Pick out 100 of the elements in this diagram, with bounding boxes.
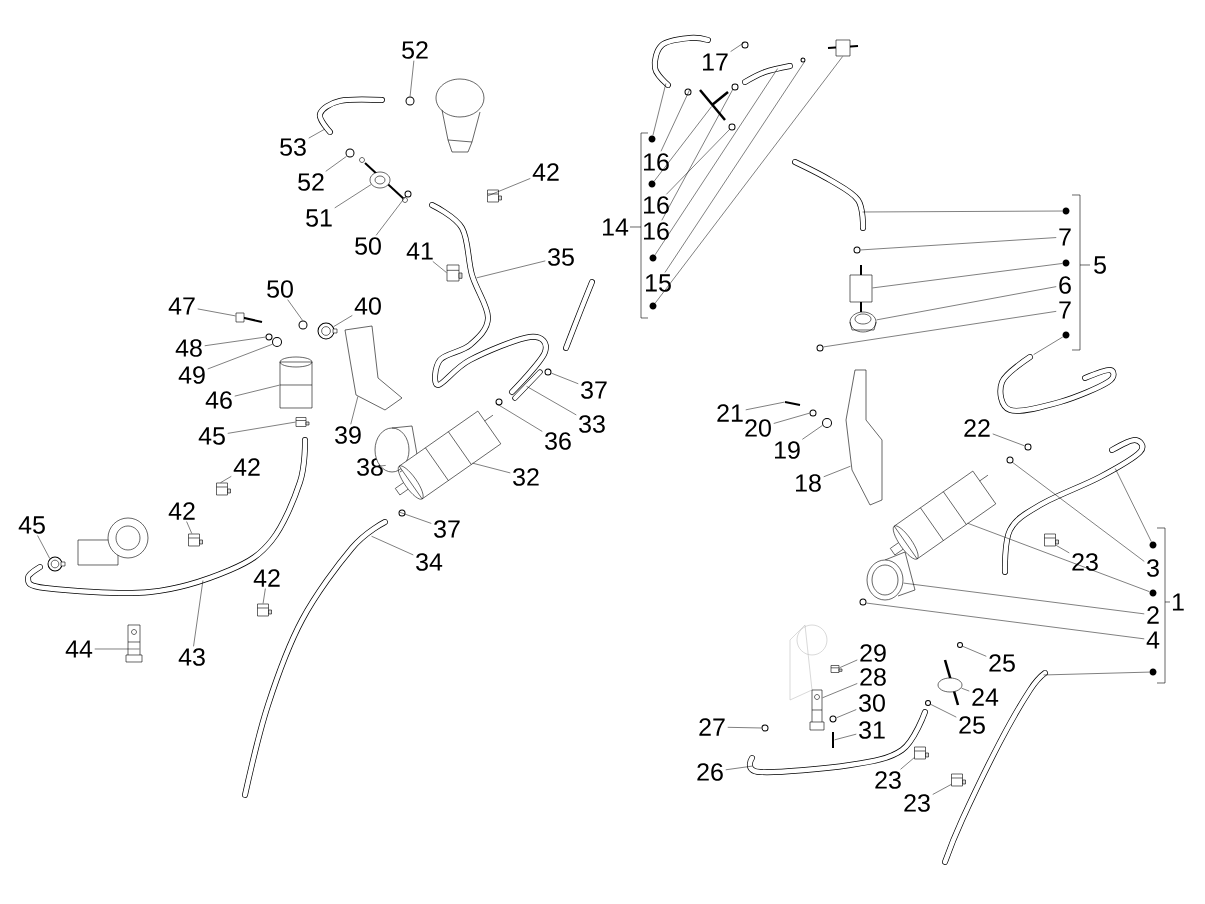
- valve: [937, 659, 963, 706]
- leader-line: [379, 465, 386, 467]
- leader-line: [962, 646, 987, 657]
- leader-line: [334, 184, 372, 209]
- leader-line: [399, 511, 432, 524]
- leader-line: [839, 659, 858, 668]
- leader-line: [409, 60, 415, 97]
- callout-number: 30: [859, 694, 885, 712]
- leader-line: [476, 260, 546, 279]
- clip: [487, 189, 502, 203]
- leader-line: [526, 386, 577, 416]
- leader-line: [932, 784, 952, 795]
- callout-number: 51: [306, 209, 332, 227]
- callout-number: 23: [904, 794, 930, 812]
- hose-clip: [957, 642, 963, 648]
- callout-number: 42: [253, 569, 280, 587]
- leader-line: [551, 372, 579, 385]
- hose-clip: [728, 123, 736, 131]
- leader-line: [730, 42, 745, 52]
- leader-line: [666, 129, 730, 195]
- hose-clip: [731, 83, 739, 91]
- leader-line: [967, 522, 1150, 592]
- leader-line: [661, 89, 733, 221]
- callout-number: 21: [717, 404, 743, 422]
- fuel-filter: [279, 356, 313, 409]
- callout-number: 22: [964, 419, 990, 437]
- hose-clip: [345, 148, 355, 158]
- leader-line: [1115, 468, 1152, 542]
- callout-number: 16: [644, 222, 669, 240]
- callout-number: 2: [1147, 606, 1159, 624]
- hose-clamp: [317, 322, 338, 340]
- leader-line: [773, 412, 810, 424]
- callout-number: 52: [298, 173, 324, 191]
- callout-number: 50: [267, 280, 293, 298]
- leader-line: [655, 56, 843, 304]
- callout-number: 25: [989, 654, 1015, 672]
- callout-number: 7: [1059, 228, 1071, 246]
- callout-number: 5: [1094, 256, 1106, 274]
- leader-line: [876, 286, 1057, 321]
- callout-number: 6: [1059, 276, 1071, 294]
- hose: [742, 63, 793, 85]
- clip: [914, 746, 929, 760]
- leader-line: [903, 582, 1145, 615]
- hose-clip: [47, 556, 66, 572]
- leader-line: [37, 535, 50, 559]
- callout-number: 16: [644, 196, 669, 214]
- hose: [512, 369, 543, 401]
- callout-number: 52: [402, 41, 428, 59]
- callout-number: 37: [434, 520, 460, 538]
- hose-clip: [404, 190, 412, 198]
- callout-number: 49: [178, 366, 205, 384]
- leader-line: [308, 129, 325, 139]
- callout-number: 40: [354, 297, 381, 315]
- leader-line: [900, 757, 915, 770]
- callout-number: 33: [579, 415, 605, 433]
- leader-line: [930, 704, 957, 718]
- leader-line: [992, 433, 1025, 447]
- callout-number: 1: [1172, 593, 1184, 611]
- mounting-bracket: [845, 369, 883, 506]
- callout-number: 15: [646, 274, 671, 292]
- t-fitting: [699, 89, 729, 121]
- nut: [830, 665, 843, 673]
- leader-line: [823, 311, 1057, 348]
- callout-number: 29: [860, 644, 886, 662]
- callout-number: 27: [699, 718, 725, 736]
- callout-number: 3: [1147, 559, 1159, 577]
- washer: [265, 333, 273, 341]
- leader-line: [207, 343, 273, 370]
- bolt: [784, 401, 801, 406]
- callout-number: 41: [406, 242, 433, 260]
- leader-line: [834, 733, 857, 741]
- valve: [827, 39, 859, 57]
- leader-line: [325, 156, 347, 172]
- callout-number: 35: [548, 248, 574, 266]
- leader-line: [94, 648, 140, 650]
- leader-line: [652, 83, 667, 136]
- washer: [822, 418, 832, 428]
- hose: [997, 354, 1117, 414]
- leader-line: [872, 263, 1063, 289]
- callout-number: 39: [335, 426, 361, 444]
- callout-number: 28: [860, 668, 886, 686]
- leader-line: [862, 210, 1063, 213]
- hose-clip: [800, 57, 806, 63]
- leader-line: [472, 462, 511, 474]
- clip: [1044, 533, 1059, 547]
- leader-line: [802, 425, 823, 440]
- sleeve: [866, 551, 916, 601]
- callout-number: 45: [18, 516, 45, 534]
- callout-number: 23: [875, 771, 901, 789]
- callout-number: 26: [697, 763, 723, 781]
- hose-clip: [859, 598, 867, 606]
- leader-line: [836, 709, 857, 718]
- leader-line: [227, 421, 296, 434]
- leader-line: [197, 308, 236, 317]
- clip: [446, 264, 463, 282]
- leader-line: [1033, 336, 1063, 355]
- leader-line: [860, 237, 1057, 251]
- callout-number: 20: [745, 419, 771, 437]
- hose-clip: [816, 344, 824, 352]
- leader-line: [822, 683, 858, 698]
